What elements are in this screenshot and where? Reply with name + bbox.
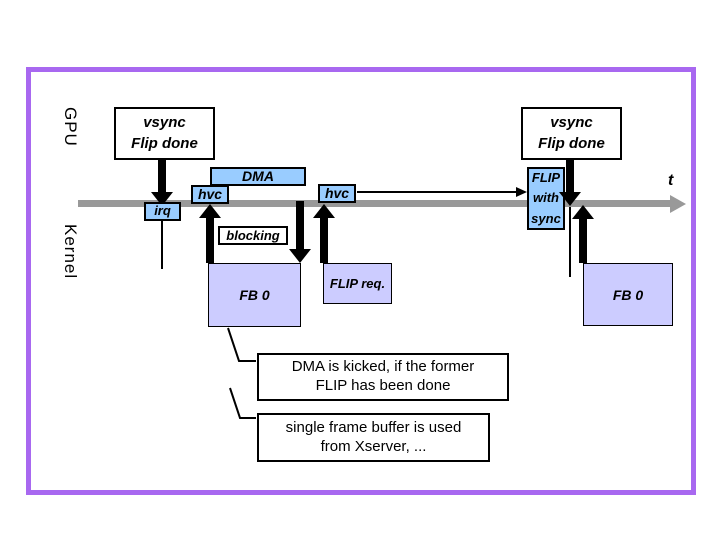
with-label: with bbox=[533, 190, 559, 206]
timeline-arrowhead-icon bbox=[670, 195, 686, 213]
xserver-note-line2: from Xserver, ... bbox=[320, 437, 427, 455]
vsync-down-arrow-right-head-icon bbox=[559, 192, 581, 206]
callout-connector-xserver bbox=[229, 387, 256, 419]
hvc-label: hvc bbox=[197, 185, 223, 202]
vsync-down-arrow-right-shaft bbox=[566, 160, 574, 193]
sync-label: sync bbox=[531, 210, 561, 226]
fb0-label: FB 0 bbox=[612, 286, 644, 303]
flip-req-up-arrow-shaft bbox=[320, 216, 328, 263]
dma-down-arrow-head-icon bbox=[289, 249, 311, 263]
timeline-bar bbox=[78, 200, 670, 207]
vsync-right-tail-line bbox=[569, 207, 571, 277]
callout-xserver-note: single frame buffer is used from Xserver… bbox=[257, 413, 490, 462]
fb0-up-arrow-head-icon bbox=[199, 204, 221, 218]
dma-label: DMA bbox=[242, 167, 274, 184]
lane-label-kernel: Kernel bbox=[61, 224, 80, 280]
hvc-to-flip-arrow-line bbox=[357, 191, 517, 193]
fb0-label: FB 0 bbox=[239, 287, 270, 303]
time-axis-label: t bbox=[668, 172, 674, 189]
irq-box: irq bbox=[144, 202, 181, 221]
blocking-label: blocking bbox=[226, 227, 280, 243]
fb0-box-left: FB 0 bbox=[208, 263, 301, 327]
lane-label-gpu: GPU bbox=[61, 107, 80, 147]
dma-box: DMA bbox=[210, 167, 306, 186]
vsync-flip-done-box-left: vsync Flip done bbox=[114, 107, 215, 160]
vsync-down-arrow-shaft bbox=[158, 160, 166, 193]
hvc-box-first: hvc bbox=[191, 185, 229, 204]
xserver-note-line1: single frame buffer is used bbox=[285, 418, 462, 436]
callout-dma-note: DMA is kicked, if the former FLIP has be… bbox=[257, 353, 509, 401]
dma-down-arrow-shaft bbox=[296, 201, 304, 249]
flip-req-label: FLIP req. bbox=[329, 276, 386, 291]
vsync-label: vsync bbox=[143, 114, 186, 132]
fb0-right-up-arrow-shaft bbox=[579, 217, 587, 263]
flip-req-up-arrow-head-icon bbox=[313, 204, 335, 218]
flip-with-sync-box: FLIP with sync bbox=[527, 167, 565, 230]
hvc-label: hvc bbox=[324, 184, 350, 201]
fb0-right-up-arrow-head-icon bbox=[572, 205, 594, 219]
flip-done-label: Flip done bbox=[538, 134, 605, 152]
irq-tail-line bbox=[161, 221, 163, 269]
hvc-box-second: hvc bbox=[318, 184, 356, 203]
flip-req-box: FLIP req. bbox=[323, 263, 392, 304]
callout-connector-dma bbox=[227, 327, 256, 362]
hvc-to-flip-arrow-head-icon bbox=[516, 187, 527, 197]
blocking-box: blocking bbox=[218, 226, 288, 245]
vsync-label: vsync bbox=[550, 114, 593, 132]
vsync-flip-done-box-right: vsync Flip done bbox=[521, 107, 622, 160]
dma-note-line1: DMA is kicked, if the former bbox=[291, 358, 475, 376]
flip-done-label: Flip done bbox=[131, 134, 198, 152]
dma-note-line2: FLIP has been done bbox=[315, 377, 451, 394]
fb0-up-arrow-shaft bbox=[206, 216, 214, 263]
fb0-box-right: FB 0 bbox=[583, 263, 673, 326]
flip-label: FLIP bbox=[531, 170, 561, 186]
irq-label: irq bbox=[154, 203, 171, 219]
